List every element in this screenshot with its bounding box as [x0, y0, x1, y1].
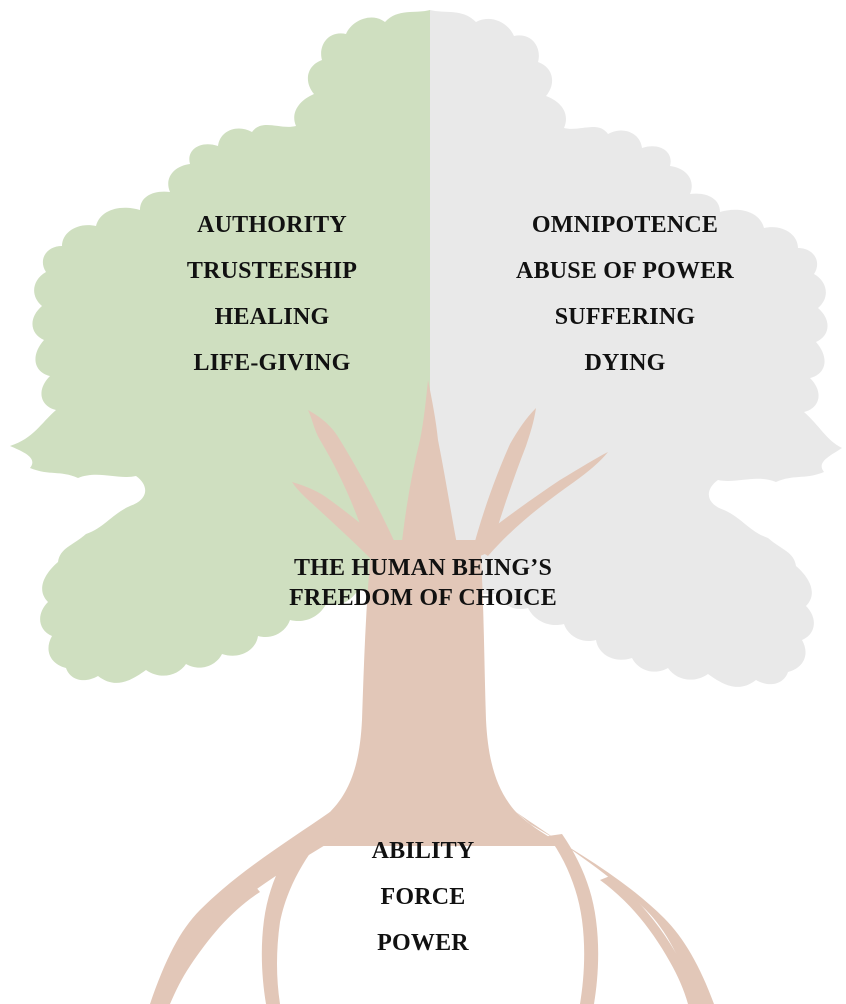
trunk-center-label: THE HUMAN BEING’S FREEDOM OF CHOICE	[223, 553, 623, 613]
label-power: POWER	[377, 930, 469, 956]
canopy-right-half	[430, 10, 842, 687]
label-life-giving: LIFE-GIVING	[193, 350, 351, 376]
label-human-being: THE HUMAN BEING’S	[293, 555, 553, 581]
label-ability: ABILITY	[371, 838, 475, 864]
label-abuse-of-power: ABUSE OF POWER	[516, 258, 734, 284]
root-right-branch	[600, 876, 700, 1004]
root-left-branch	[158, 880, 260, 1004]
label-freedom-of-choice: FREEDOM OF CHOICE	[289, 585, 557, 611]
branch-right-upper	[470, 408, 536, 560]
branch-left-lower	[292, 482, 390, 560]
canopy-right-shape	[430, 10, 842, 687]
right-canopy-labels: OMNIPOTENCE ABUSE OF POWER SUFFERING DYI…	[475, 208, 775, 392]
label-force: FORCE	[380, 884, 466, 910]
branch-right-lower	[470, 452, 608, 556]
branch-left-upper	[308, 410, 396, 560]
trunk-shape	[282, 540, 566, 846]
root-far-right	[516, 812, 714, 1004]
trunk-and-roots	[150, 380, 714, 1004]
root-labels: ABILITY FORCE POWER	[323, 834, 523, 972]
label-omnipotence: OMNIPOTENCE	[531, 212, 719, 238]
label-healing: HEALING	[214, 304, 330, 330]
label-trusteeship: TRUSTEESHIP	[186, 258, 358, 284]
label-authority: AUTHORITY	[197, 212, 347, 238]
left-canopy-labels: AUTHORITY TRUSTEESHIP HEALING LIFE-GIVIN…	[122, 208, 422, 392]
root-right-lower	[548, 834, 599, 1004]
branch-center	[400, 380, 460, 560]
root-left-lower	[261, 836, 318, 1004]
label-dying: DYING	[584, 350, 666, 376]
label-suffering: SUFFERING	[554, 304, 696, 330]
